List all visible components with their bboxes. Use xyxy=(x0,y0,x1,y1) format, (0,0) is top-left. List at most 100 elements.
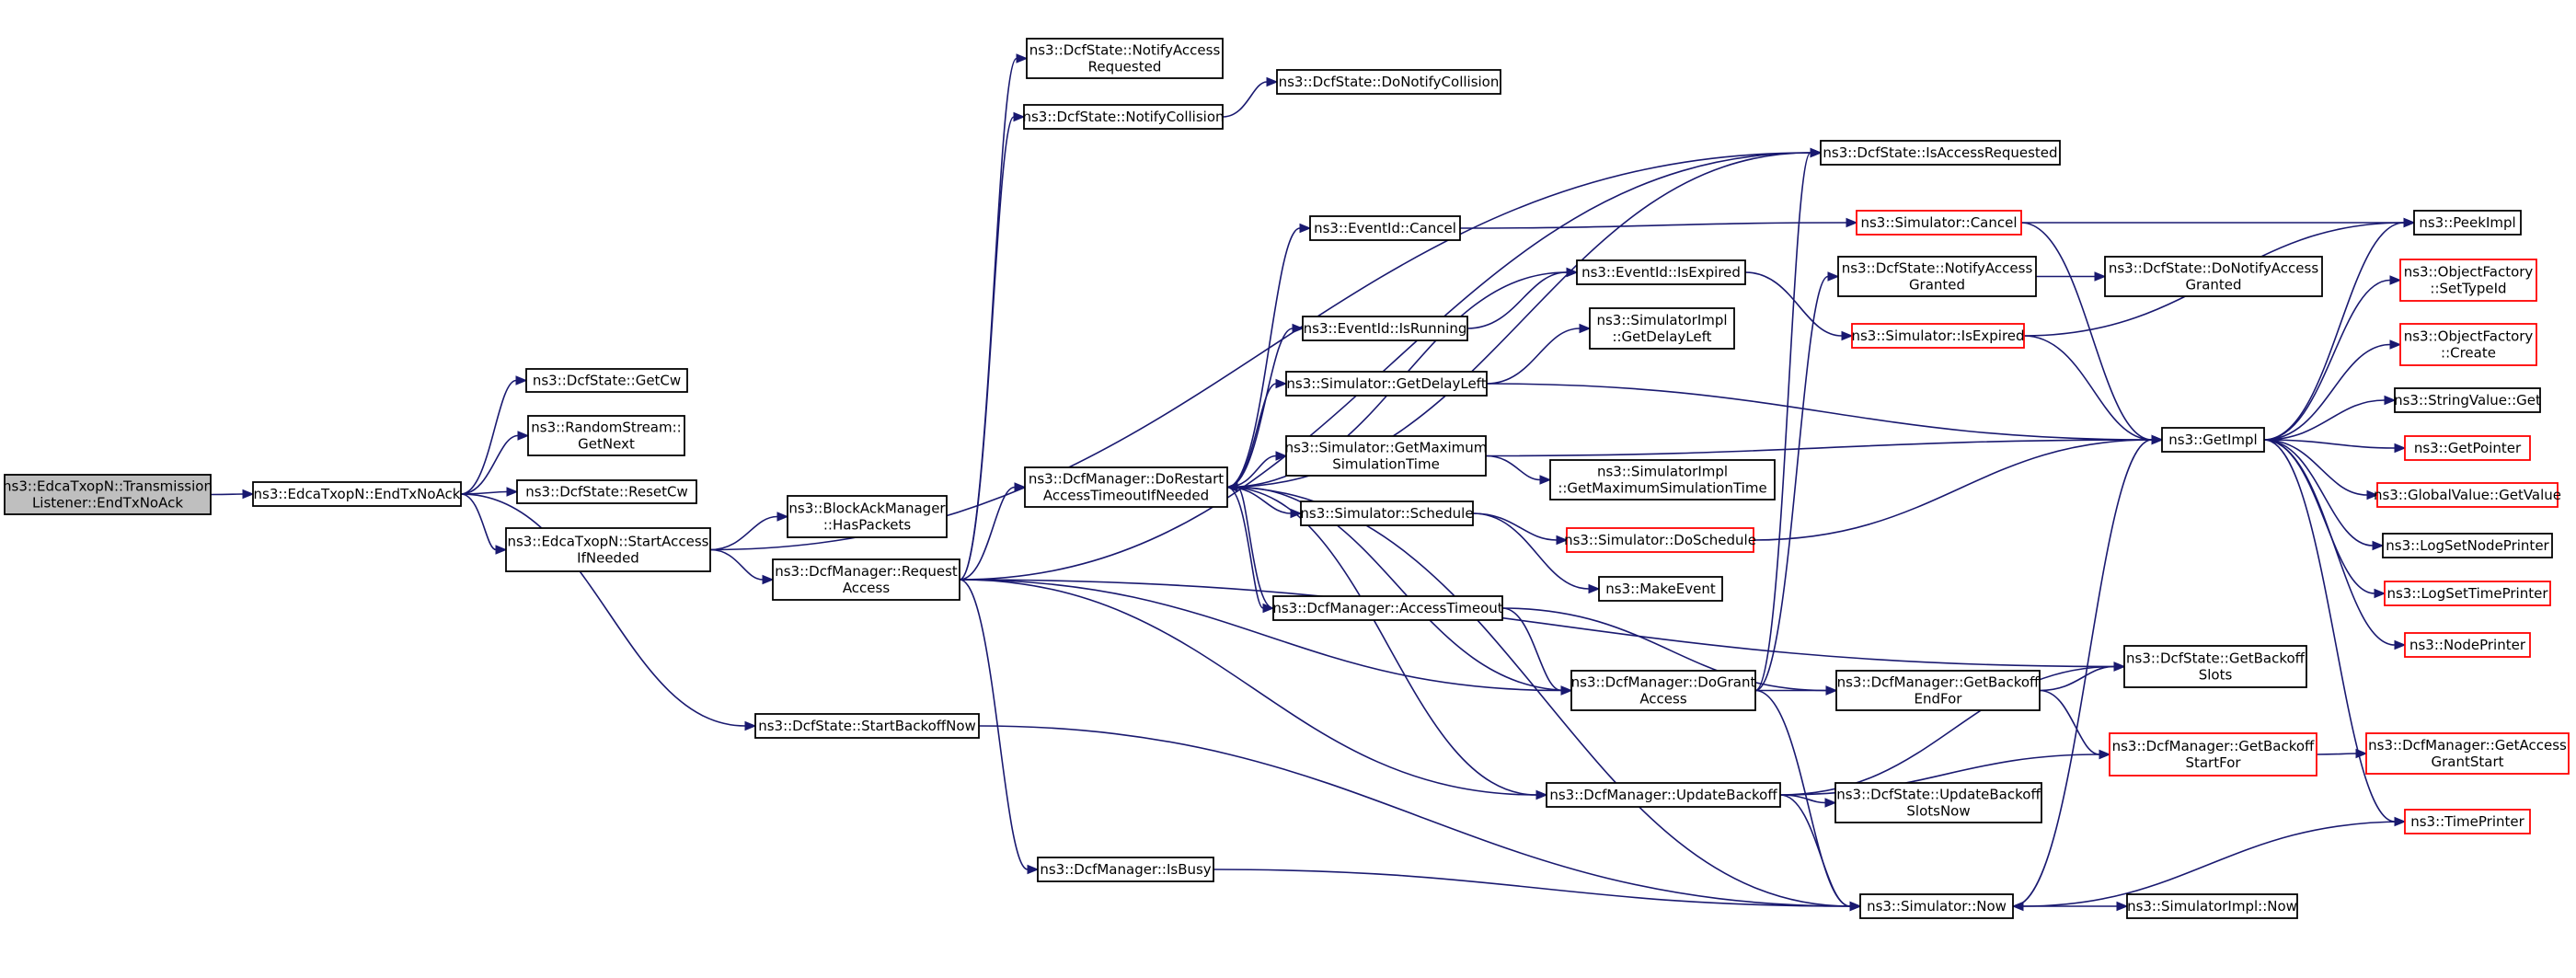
edge-dogrant-to-dorestart xyxy=(1225,482,1572,692)
node-label-line: ns3::GetPointer xyxy=(2414,440,2522,456)
edge-arrowhead xyxy=(2094,271,2107,282)
edge-line xyxy=(1226,227,1301,489)
edge-simgetmax-to-getimpl xyxy=(1485,434,2164,457)
node-donotifycollision[interactable]: ns3::DcfState::DoNotifyCollision xyxy=(1276,69,1501,95)
node-endtxnoack[interactable]: ns3::EdcaTxopN::EndTxNoAck xyxy=(252,481,462,507)
edge-arrowhead xyxy=(1275,451,1288,461)
edge-getimpl-to-objfactcreate xyxy=(2263,339,2402,441)
node-label-line: ns3::DcfState::IsAccessRequested xyxy=(1823,144,2057,161)
node-box xyxy=(525,368,688,393)
node-isbusy[interactable]: ns3::DcfManager::IsBusy xyxy=(1037,857,1214,882)
edge-simgetdelayleft-to-simimplgetdelayleft xyxy=(1486,323,1592,385)
node-box xyxy=(1834,782,2042,823)
node-simimplgetdelayleft[interactable]: ns3::SimulatorImpl::GetDelayLeft xyxy=(1589,307,1735,350)
node-simnow[interactable]: ns3::Simulator::Now xyxy=(1859,893,2014,919)
node-updatebackoff[interactable]: ns3::DcfManager::UpdateBackoff xyxy=(1546,782,1781,808)
node-box xyxy=(1835,670,2041,711)
edge-line xyxy=(2263,222,2405,441)
node-label-line: ns3::DcfManager::DoGrant xyxy=(1571,674,1756,691)
node-stringvalueget[interactable]: ns3::StringValue::Get xyxy=(2394,387,2541,413)
node-notifycollision[interactable]: ns3::DcfState::NotifyCollision xyxy=(1022,104,1225,130)
edge-line xyxy=(1472,512,1558,541)
node-simdoschedule[interactable]: ns3::Simulator::DoSchedule xyxy=(1564,527,1756,553)
node-isaccessrequested[interactable]: ns3::DcfState::IsAccessRequested xyxy=(1820,140,2061,166)
node-makeevent[interactable]: ns3::MakeEvent xyxy=(1598,576,1723,602)
edge-line xyxy=(1485,439,2153,457)
edge-simdoschedule-to-getimpl xyxy=(1753,434,2164,541)
node-haspackets[interactable]: ns3::BlockAckManager::HasPackets xyxy=(787,495,948,538)
node-getpointer[interactable]: ns3::GetPointer xyxy=(2404,435,2531,461)
node-simisexpired[interactable]: ns3::Simulator::IsExpired xyxy=(1851,323,2025,349)
node-box xyxy=(2384,581,2551,606)
node-label-line: ns3::DcfState::NotifyAccess xyxy=(1029,42,1221,59)
edge-startaccess-to-requestaccess xyxy=(709,548,775,585)
node-box xyxy=(2413,210,2522,236)
node-logsetnodeprinter[interactable]: ns3::LogSetNodePrinter xyxy=(2382,533,2553,558)
node-label-line: ns3::PeekImpl xyxy=(2419,214,2515,231)
node-timeprinter[interactable]: ns3::TimePrinter xyxy=(2404,809,2531,834)
node-label-line: ns3::ObjectFactory xyxy=(2404,328,2534,345)
node-box xyxy=(2126,893,2298,919)
edge-arrowhead xyxy=(242,489,255,500)
node-peekimpl[interactable]: ns3::PeekImpl xyxy=(2413,210,2522,236)
edge-line xyxy=(2263,439,2396,449)
edge-arrowhead xyxy=(1299,223,1312,234)
node-label-line: ns3::DcfState::ResetCw xyxy=(525,484,688,501)
node-simschedule[interactable]: ns3::Simulator::Schedule xyxy=(1300,501,1474,526)
node-eventisexpired[interactable]: ns3::EventId::IsExpired xyxy=(1576,259,1746,285)
node-simcancel[interactable]: ns3::Simulator::Cancel xyxy=(1856,210,2022,236)
node-resetcw[interactable]: ns3::DcfState::ResetCw xyxy=(516,479,697,504)
edge-endtxnoack-to-startaccess xyxy=(460,493,508,555)
edge-arrowhead xyxy=(2116,901,2129,912)
node-objfactcreate[interactable]: ns3::ObjectFactory::Create xyxy=(2399,323,2537,366)
edge-line xyxy=(2263,439,2396,646)
node-label-line: Slots xyxy=(2199,667,2233,684)
edge-line xyxy=(1226,486,1851,907)
edge-arrowhead xyxy=(1556,535,1569,546)
node-label-line: StartFor xyxy=(2185,754,2241,771)
node-startbackoffnow[interactable]: ns3::DcfState::StartBackoffNow xyxy=(754,713,980,739)
edge-isbusy-to-simnow xyxy=(1213,869,1862,912)
node-eventcancel[interactable]: ns3::EventId::Cancel xyxy=(1309,215,1461,241)
node-logsettimeprinter[interactable]: ns3::LogSetTimePrinter xyxy=(2384,581,2551,606)
node-getimpl[interactable]: ns3::GetImpl xyxy=(2161,427,2265,453)
edge-line xyxy=(959,579,2115,668)
node-simgetdelayleft[interactable]: ns3::Simulator::GetDelayLeft xyxy=(1285,371,1488,397)
node-box xyxy=(2404,435,2531,461)
edge-arrowhead xyxy=(1827,271,1840,282)
node-root[interactable]: ns3::EdcaTxopN::TransmissionListener::En… xyxy=(3,474,213,515)
edge-arrowhead xyxy=(2011,901,2024,912)
node-box xyxy=(1037,857,1214,882)
node-label-line: ns3::EventId::IsExpired xyxy=(1581,264,1741,281)
node-dorestart[interactable]: ns3::DcfManager::DoRestartAccessTimeoutI… xyxy=(1024,466,1228,508)
edge-arrowhead xyxy=(1027,864,1040,875)
edge-dorestart-to-eventcancel xyxy=(1226,223,1312,489)
node-simimplgetmax[interactable]: ns3::SimulatorImpl::GetMaximumSimulation… xyxy=(1549,459,1776,501)
node-nodeprinter[interactable]: ns3::NodePrinter xyxy=(2404,632,2531,658)
node-label-line: ns3::TimePrinter xyxy=(2410,813,2524,830)
edge-notifyaccessgranted-to-donotifyaccessgranted xyxy=(2036,271,2107,282)
node-simgetmax[interactable]: ns3::Simulator::GetMaximumSimulationTime xyxy=(1285,435,1488,477)
node-getcw[interactable]: ns3::DcfState::GetCw xyxy=(525,368,688,393)
node-globalvalueget[interactable]: ns3::GlobalValue::GetValue xyxy=(2374,482,2561,508)
node-eventisrunning[interactable]: ns3::EventId::IsRunning xyxy=(1302,316,1468,341)
node-accesstimeout[interactable]: ns3::DcfManager::AccessTimeout xyxy=(1272,595,1503,621)
node-box xyxy=(1820,140,2061,166)
node-simimplnow[interactable]: ns3::SimulatorImpl::Now xyxy=(2126,893,2298,919)
node-getnext[interactable]: ns3::RandomStream::GetNext xyxy=(527,415,685,456)
edge-line xyxy=(959,152,1811,581)
edge-arrowhead xyxy=(1266,76,1279,87)
node-objfactsettypeid[interactable]: ns3::ObjectFactory::SetTypeId xyxy=(2399,259,2537,302)
edge-arrowhead xyxy=(776,512,789,522)
